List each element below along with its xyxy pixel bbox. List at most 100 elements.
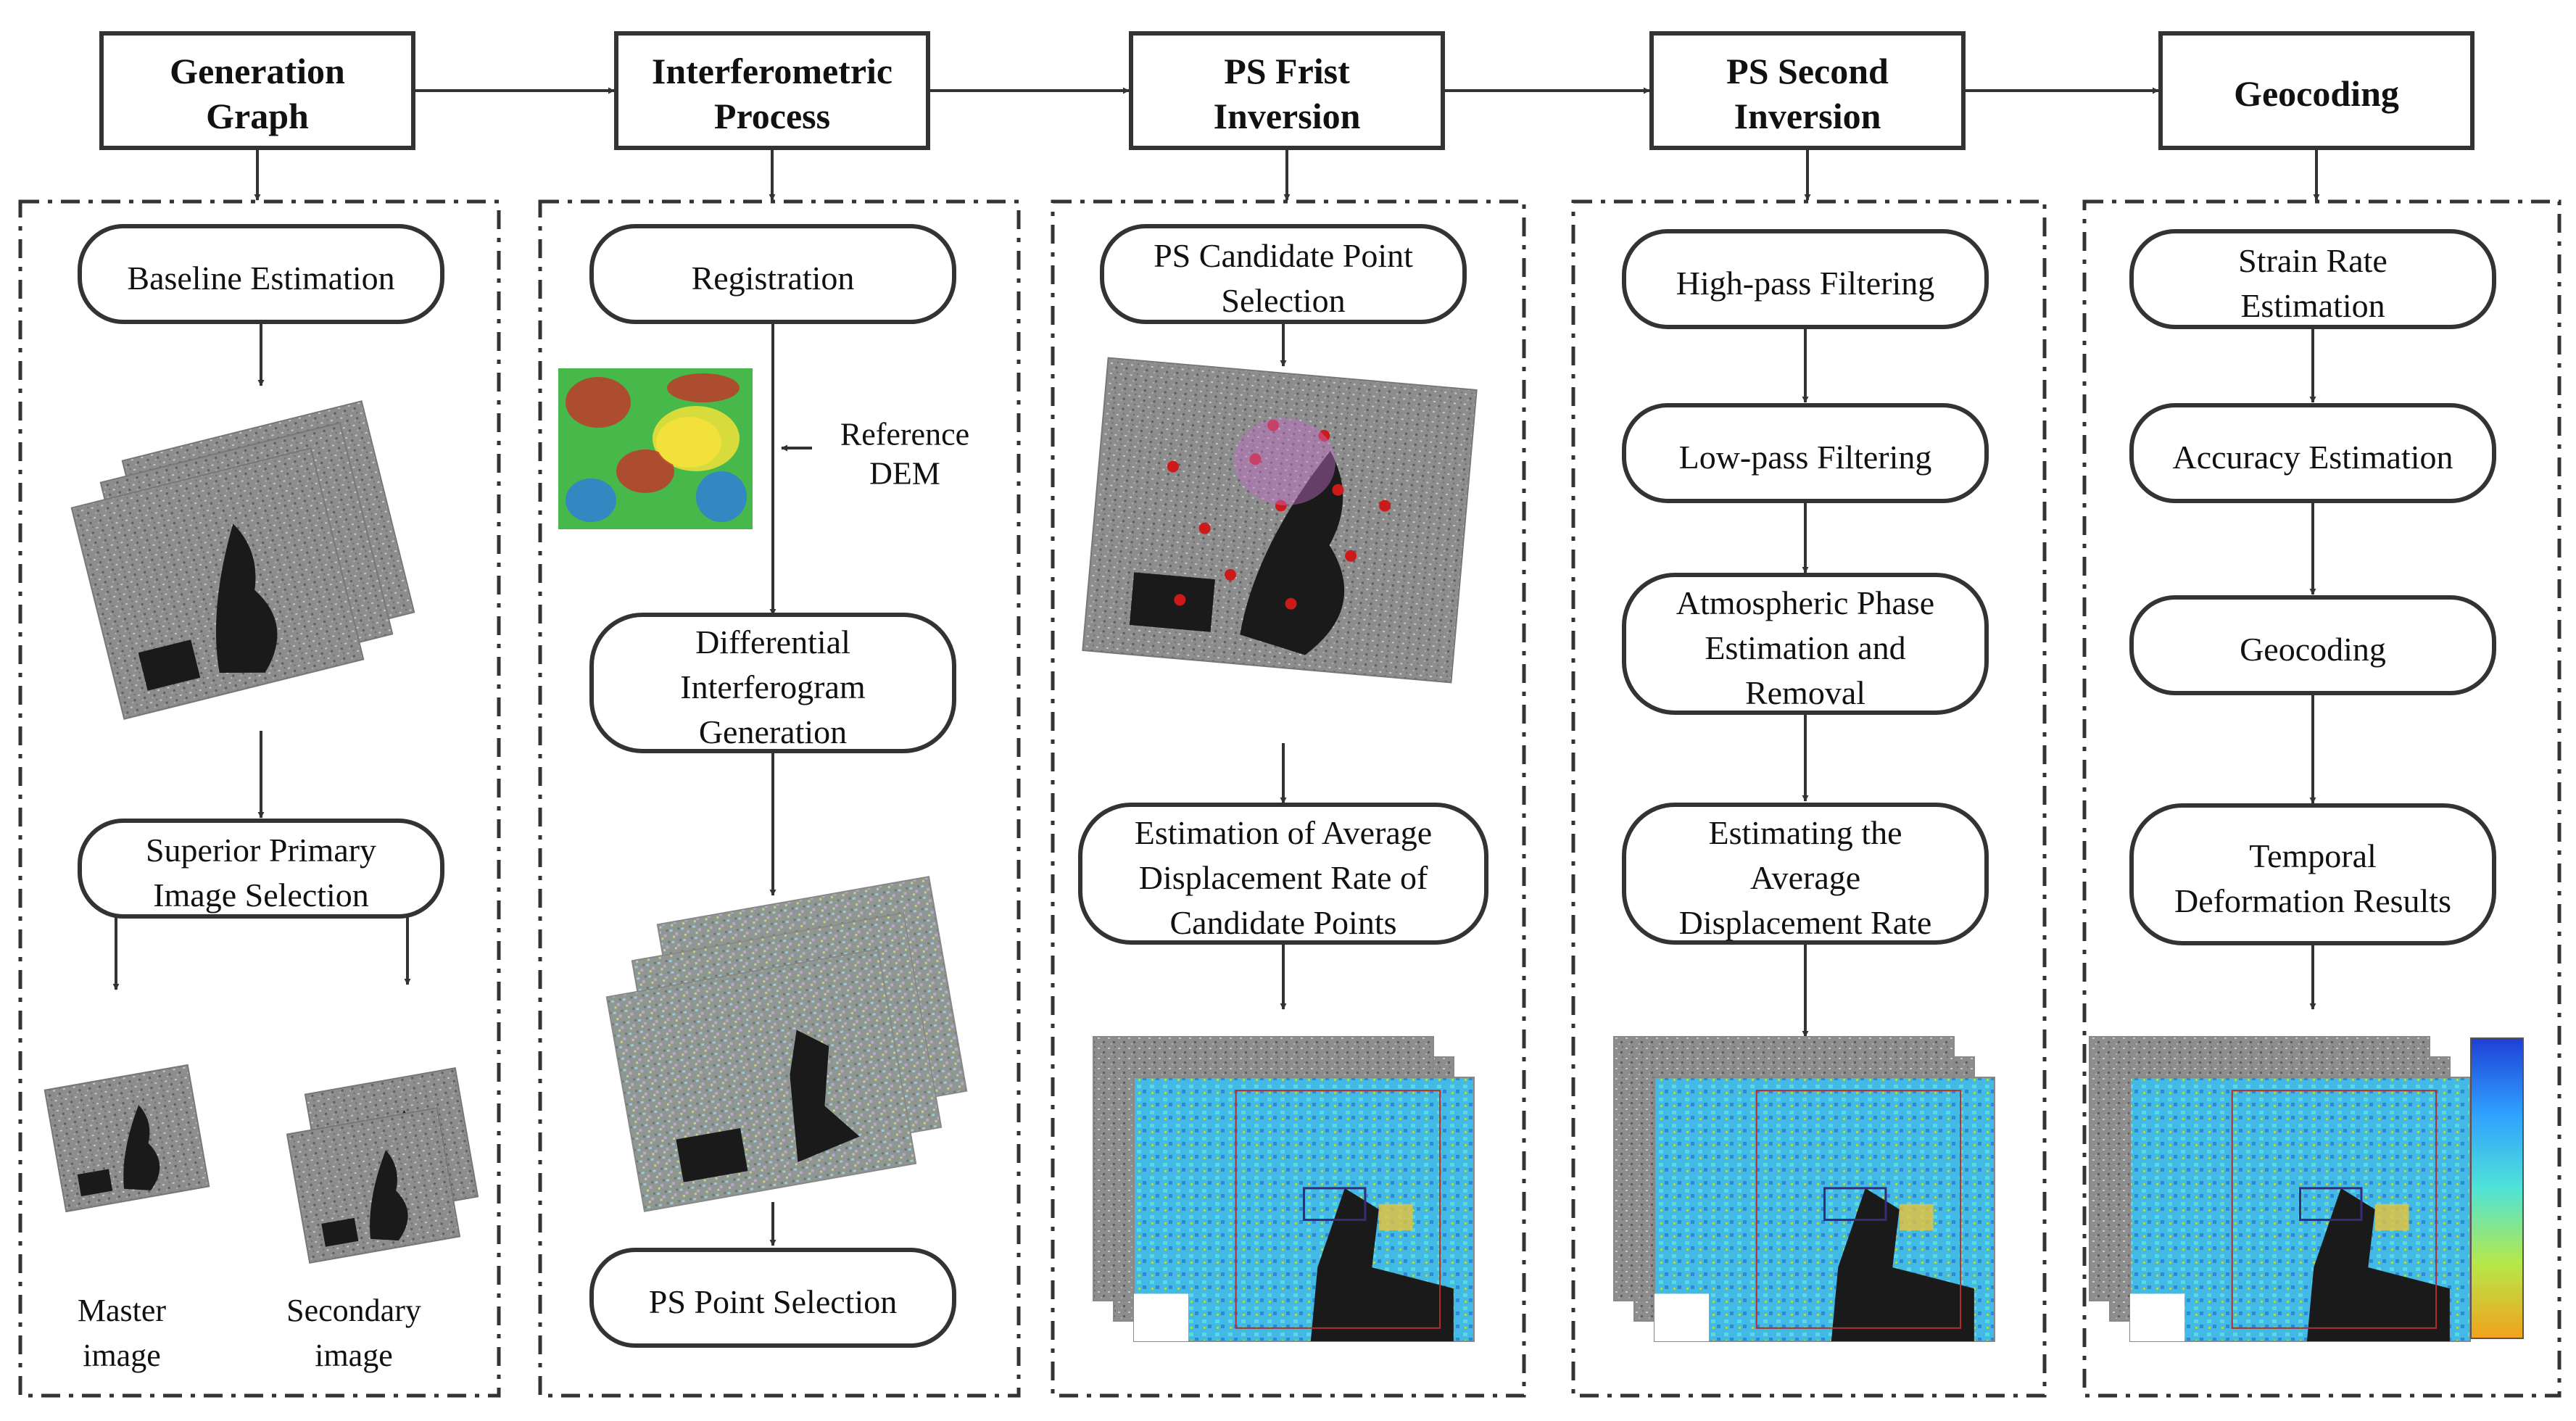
process-step-label: Baseline Estimation: [127, 260, 394, 297]
process-step-label-line: Generation: [699, 713, 847, 750]
stage-header-box: [614, 31, 930, 150]
image-caption-line: Master: [78, 1293, 167, 1328]
stage-header-box: [2158, 31, 2474, 150]
process-step-label: Low-pass Filtering: [1679, 439, 1932, 476]
sar-amplitude-image: [44, 1064, 210, 1213]
velocity-colorbar: [2470, 1037, 2524, 1339]
stage-header-title-line: Inversion: [1214, 96, 1361, 136]
process-step-node: [78, 819, 444, 919]
stage-header-title: Geocoding: [2234, 73, 2399, 114]
image-caption-line: image: [315, 1338, 393, 1373]
process-step-label-line: Removal: [1745, 674, 1865, 711]
process-step-label-line: Geocoding: [2240, 631, 2386, 668]
stage-header-box: [1649, 31, 1966, 150]
deformation-map-image: [1093, 1036, 1475, 1342]
process-step-node: [2129, 229, 2496, 329]
stage-header-title-line: PS Second: [1726, 51, 1889, 91]
process-step-label-line: Low-pass Filtering: [1679, 439, 1932, 476]
process-step-label: High-pass Filtering: [1676, 265, 1934, 302]
process-step-node: [1622, 403, 1989, 503]
process-step-label-line: Average: [1750, 859, 1860, 896]
reference-dem-image: [558, 368, 753, 529]
process-step-label-line: Differential: [695, 624, 850, 660]
deformation-map-image: [2089, 1036, 2471, 1342]
process-step-label-line: Atmospheric Phase: [1676, 584, 1934, 621]
process-step-label-line: PS Candidate Point: [1154, 237, 1413, 274]
process-step-node: [1622, 803, 1989, 945]
process-step-node: [1078, 803, 1488, 945]
stage-header-title-line: Process: [714, 96, 830, 136]
process-step-node: [1622, 573, 1989, 715]
stage-header-title-line: Generation: [170, 51, 345, 91]
stage-header-box: [1129, 31, 1445, 150]
process-step-label-line: Strain Rate: [2238, 242, 2387, 279]
process-step-node: [589, 613, 956, 753]
process-step-label-line: Estimating the: [1708, 814, 1902, 851]
stage-header-title-line: PS Frist: [1224, 51, 1350, 91]
process-step-label-line: Registration: [692, 260, 855, 297]
sar-amplitude-image: [286, 1106, 461, 1264]
process-step-label-line: Estimation and: [1705, 629, 1905, 666]
stage-panel: [1571, 199, 2047, 1398]
interferogram-image: [605, 948, 917, 1212]
process-step-label-line: Temporal: [2249, 837, 2377, 874]
process-step-label-line: PS Point Selection: [649, 1283, 897, 1320]
process-step-label-line: Deformation Results: [2174, 882, 2451, 919]
process-step-label-line: High-pass Filtering: [1676, 265, 1934, 302]
process-step-label: Geocoding: [2240, 631, 2386, 668]
process-step-label-line: Displacement Rate of: [1139, 859, 1428, 896]
process-step-node: [589, 1248, 956, 1348]
process-step-node: [589, 224, 956, 324]
image-caption: Master image: [78, 1293, 167, 1373]
image-caption: Secondary image: [286, 1293, 421, 1373]
process-step-node: [2129, 403, 2496, 503]
stage-panel: [18, 199, 501, 1398]
process-step-label-line: Displacement Rate: [1679, 904, 1932, 941]
process-step-node: [1622, 229, 1989, 329]
process-step-label-line: Selection: [1221, 282, 1345, 319]
process-step-label-line: Superior Primary: [146, 832, 376, 869]
stage-header-title-line: Inversion: [1734, 96, 1881, 136]
dem-label-line: Reference: [840, 416, 969, 452]
process-step-label-line: Accuracy Estimation: [2172, 439, 2453, 476]
process-step-label-line: Baseline Estimation: [127, 260, 394, 297]
process-step-node: [2129, 595, 2496, 695]
stage-panel: [2082, 199, 2561, 1398]
process-step-node: [2129, 803, 2496, 945]
stage-header-box: [99, 31, 415, 150]
stage-header-title-line: Interferometric: [652, 51, 893, 91]
process-step-label-line: Candidate Points: [1169, 904, 1396, 941]
image-caption-line: Secondary: [286, 1293, 421, 1328]
sar-amplitude-image: [70, 447, 365, 720]
process-step-label: Registration: [692, 260, 855, 297]
process-step-label-line: Image Selection: [153, 877, 369, 914]
process-step-label: PS Point Selection: [649, 1283, 897, 1320]
image-caption-line: image: [83, 1338, 161, 1373]
process-step-label-line: Estimation of Average: [1135, 814, 1432, 851]
stage-header-title-line: Geocoding: [2234, 73, 2399, 114]
process-step-label-line: Interferogram: [680, 668, 866, 705]
dem-label-line: DEM: [869, 455, 940, 491]
process-step-label-line: Estimation: [2240, 287, 2385, 324]
process-step-label: Accuracy Estimation: [2172, 439, 2453, 476]
stage-panel: [538, 199, 1021, 1398]
stage-header-title-line: Graph: [206, 96, 309, 136]
stage-panel: [1051, 199, 1526, 1398]
process-step-node: [1100, 224, 1467, 324]
process-step-node: [78, 224, 444, 324]
ps-candidate-image: [1082, 357, 1478, 684]
